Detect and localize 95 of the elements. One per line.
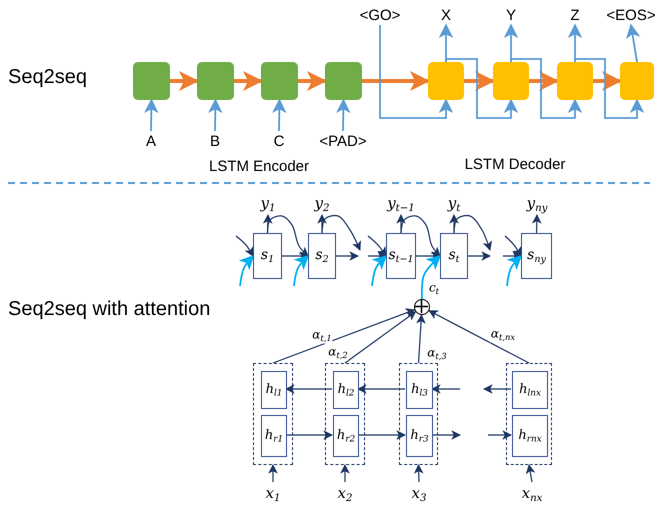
arrow [336, 251, 359, 261]
hidden-state-box: h$_{rnx}$ [512, 415, 548, 457]
arrow [506, 255, 522, 286]
arrow [285, 384, 332, 394]
token-label: Y [496, 5, 526, 25]
arrow [208, 98, 222, 132]
dashed-group-box [506, 363, 552, 465]
arrow [298, 71, 327, 91]
variable-label: x$_{1}$ [258, 482, 288, 506]
arrow [293, 255, 310, 286]
arrow [371, 255, 388, 286]
hidden-state-box: h$_{l1}$ [261, 371, 287, 409]
diagram-label: LSTM Decoder [464, 156, 566, 173]
hidden-state-box: h$_{l2}$ [333, 371, 359, 409]
decoder-cell [493, 62, 529, 100]
token-label: <GO> [350, 5, 410, 25]
arrow [574, 58, 644, 119]
hidden-state-box: h$_{r3}$ [406, 415, 433, 457]
arrow [340, 464, 350, 482]
state-box: s$_{t−1}$ [386, 233, 416, 279]
variable-label: y$_{ny}$ [520, 193, 554, 215]
arrow [362, 71, 430, 91]
dashed-group-box [325, 363, 365, 465]
token-label: X [431, 5, 461, 25]
arrow [445, 58, 518, 119]
arrow [170, 71, 199, 91]
arrow [468, 251, 491, 261]
arrow [488, 430, 512, 440]
diagram-label: Seq2seq with attention [8, 298, 210, 321]
arrow [453, 214, 492, 251]
hidden-state-box: h$_{lnx}$ [512, 371, 548, 409]
variable-label: y$_{t−1}$ [379, 193, 423, 215]
arrow [626, 24, 640, 62]
encoder-cell [133, 62, 170, 100]
variable-label: y$_{1}$ [253, 193, 283, 215]
token-label: <EOS> [607, 5, 655, 25]
arrow [321, 214, 361, 251]
decoder-cell [557, 62, 593, 100]
arrow [358, 430, 406, 440]
arrow [238, 254, 254, 286]
variable-label: x$_{nx}$ [512, 482, 552, 506]
state-box: s$_{1}$ [253, 233, 282, 279]
variable-label: y$_{2}$ [308, 193, 336, 215]
arrow [357, 384, 405, 394]
hidden-state-box: h$_{l3}$ [406, 371, 433, 409]
arrow [368, 236, 387, 257]
arrow [529, 71, 559, 91]
arrow [344, 311, 416, 364]
arrow [379, 25, 454, 119]
arrow [431, 384, 460, 394]
dashed-group-box [399, 363, 438, 465]
arrow [416, 314, 426, 364]
encoder-cell [197, 62, 234, 100]
sum-symbol [414, 299, 430, 315]
hidden-state-box: h$_{r2}$ [333, 415, 359, 457]
dashed-group-box [253, 363, 293, 465]
arrow [400, 215, 441, 257]
hidden-state-box: h$_{r1}$ [261, 415, 287, 457]
token-label: A [136, 131, 166, 151]
encoder-cell [261, 62, 298, 100]
variable-label: x$_{2}$ [330, 482, 360, 506]
arrow [236, 236, 254, 257]
state-box: s$_{2}$ [308, 233, 336, 279]
variable-label: y$_{t}$ [440, 193, 468, 215]
token-label: B [200, 131, 230, 151]
arrow [272, 98, 286, 132]
arrow [234, 71, 263, 91]
arrow [420, 255, 442, 300]
decoder-cell [428, 62, 464, 100]
arrow [593, 71, 622, 91]
arrow [526, 464, 536, 482]
arrow [414, 464, 424, 482]
token-label: <PAD> [313, 131, 373, 151]
arrow [510, 58, 582, 119]
arrow [504, 236, 522, 257]
arrow [336, 98, 350, 132]
diagram-label: LSTM Encoder [208, 158, 310, 175]
arrow [532, 214, 542, 234]
state-box: s$_{t}$ [440, 233, 468, 279]
arrow [144, 98, 158, 132]
arrow [428, 310, 530, 364]
encoder-cell [325, 62, 362, 100]
arrow [266, 215, 309, 257]
variable-label: x$_{3}$ [404, 482, 434, 506]
token-label: Z [560, 5, 590, 25]
arrow [272, 308, 416, 364]
arrow [483, 384, 511, 394]
arrow [432, 430, 461, 440]
token-label: C [264, 131, 294, 151]
arrow [268, 464, 278, 482]
diagram-label: Seq2seq [8, 66, 87, 89]
decoder-cell [620, 62, 654, 100]
state-box: s$_{ny}$ [521, 233, 552, 279]
arrow [286, 430, 333, 440]
arrow [464, 71, 495, 91]
